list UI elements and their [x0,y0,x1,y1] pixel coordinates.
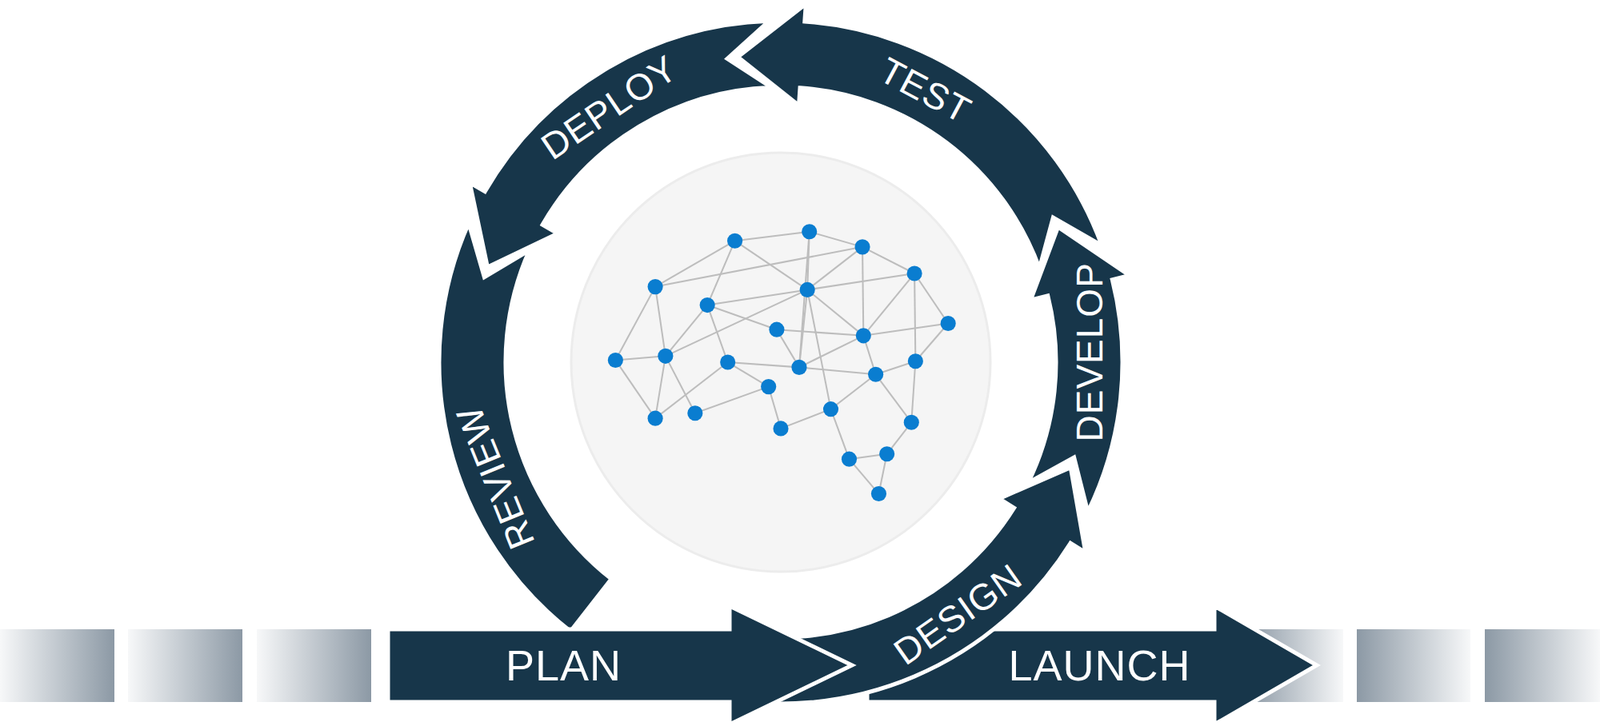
network-link [655,356,666,419]
network-dot [768,322,784,338]
stage-name: LAUNCH [1008,644,1192,688]
network-link [735,240,808,290]
network-link [863,324,948,336]
stage-name: PLAN [505,644,623,688]
network-dot [720,354,736,370]
network-link [830,374,876,409]
network-link [862,247,864,336]
network-link [780,409,831,429]
cycle-arrows [388,4,1317,725]
network-link [809,232,863,248]
network-link [665,305,708,357]
network-dot [648,279,664,295]
network-link [707,305,728,363]
network-link [735,232,810,241]
network-dot [608,352,624,368]
brain-backdrop [571,152,991,572]
network-dot [841,452,857,468]
network-dot [687,405,703,421]
network-link [799,289,808,368]
network-dot [854,239,870,255]
network-link [876,374,912,423]
network-link [776,329,864,336]
straight-arrow [388,606,852,725]
cycle-arrow [439,223,612,632]
network-dot [791,360,807,376]
network-dot [907,265,923,281]
stage-name: DEVELOP [1070,262,1108,443]
network-link [914,273,916,362]
network-dot [871,486,887,502]
network-link [615,360,656,419]
network-link [799,367,876,375]
network-dot [648,411,664,427]
cycle-arrow [1028,227,1130,512]
network-link [911,361,916,424]
network-link [799,336,864,368]
network-link [695,387,769,414]
network-dot [801,224,817,240]
stage-label: LAUNCH [1004,642,1197,689]
network-dot [727,233,743,249]
fade-tile [1356,629,1471,703]
network-dot [657,348,673,364]
network-dot [908,353,924,369]
stage-label: PLAN [500,642,628,689]
network-dot [760,379,776,395]
network-link [807,273,915,290]
network-link [830,409,849,460]
network-dot [700,297,716,313]
cycle-arrow [469,20,772,268]
network-dot [879,446,895,462]
network-link [862,247,915,274]
brain-network [608,224,956,502]
network-link [615,287,656,361]
fade-tile [0,629,115,703]
network-link [807,289,831,409]
network-link [799,232,810,368]
network-dot [823,401,839,417]
network-link [665,289,808,356]
network-link [728,362,800,368]
fade-tile [1484,629,1600,703]
network-dot [940,316,956,332]
network-link [655,247,863,288]
network-link [665,356,696,413]
network-dot [904,415,920,431]
network-dot [772,420,788,436]
network-dot [868,367,884,383]
cycle-arrow [737,4,1102,268]
network-link [655,287,666,357]
stage-label: DEVELOP [1068,257,1109,448]
network-link [914,273,948,324]
network-dot [800,282,816,298]
network-link [707,240,735,305]
fade-tile [128,629,243,703]
network-link [863,273,915,336]
fade-tile [256,629,372,703]
network-dot [856,328,872,344]
